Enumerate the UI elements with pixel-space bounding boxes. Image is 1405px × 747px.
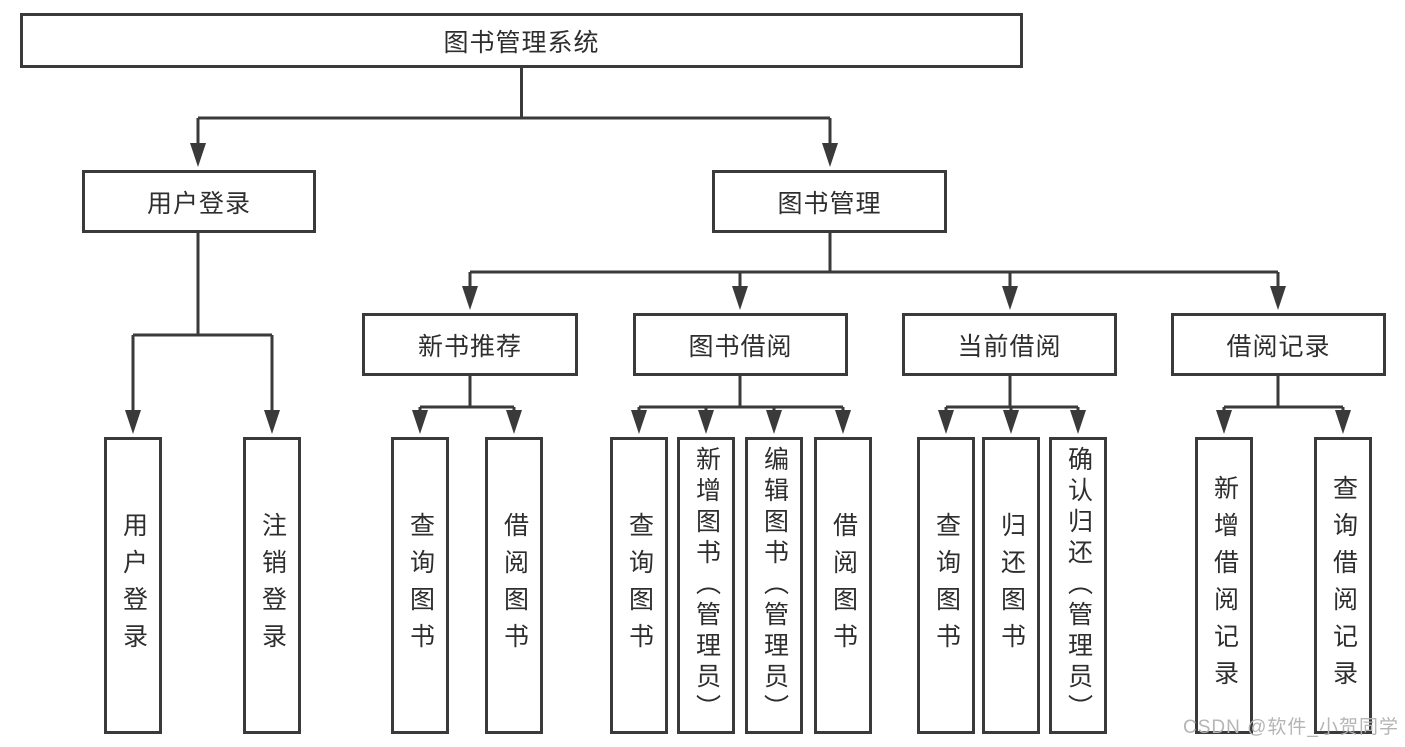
arrow-down-icon (1003, 410, 1019, 434)
node-current-borrowing: 当前借阅 (902, 313, 1117, 376)
leaf-query-books-recommend: 查询图书 (391, 437, 449, 734)
leaf-query-books-current: 查询图书 (917, 437, 975, 734)
node-borrowing-records: 借阅记录 (1171, 313, 1386, 376)
arrow-down-icon (698, 410, 714, 434)
connector-book-management-branch (468, 233, 1280, 291)
connector-borrowing-records-branch (1222, 376, 1345, 415)
leaf-user-login-label: 用户登录 (119, 511, 148, 660)
node-current-borrowing-label: 当前借阅 (957, 332, 1062, 361)
arrow-down-icon (822, 143, 838, 167)
connector-new-book-branch (418, 376, 516, 415)
leaf-query-borrow-record: 查询借阅记录 (1314, 437, 1372, 734)
arrow-down-icon (1070, 410, 1086, 434)
arrowheads (125, 143, 1351, 434)
leaf-borrow-books-recommend: 借阅图书 (485, 437, 543, 734)
connector-user-login-branch (131, 233, 274, 415)
csdn-watermark: CSDN @软件_小贺同学 (1183, 717, 1399, 738)
node-book-borrowing: 图书借阅 (633, 313, 848, 376)
node-root-label: 图书管理系统 (443, 28, 600, 57)
arrow-down-icon (462, 286, 478, 310)
leaf-return-books-label: 归还图书 (997, 511, 1026, 660)
connector-current-borrowing-branch (944, 376, 1080, 415)
connector-root-to-level2 (196, 68, 832, 148)
arrow-down-icon (125, 410, 141, 434)
leaf-query-borrow-record-label: 查询借阅记录 (1329, 474, 1358, 697)
leaf-confirm-return-admin: 确认归还（管理员） (1049, 437, 1107, 734)
node-book-borrowing-label: 图书借阅 (688, 332, 793, 361)
leaf-query-books-borrowing-label: 查询图书 (625, 511, 654, 660)
arrow-down-icon (631, 410, 647, 434)
leaf-logout: 注销登录 (243, 437, 301, 734)
leaf-edit-books-admin-label: 编辑图书（管理员） (760, 446, 789, 725)
leaf-borrow-books-borrowing: 借阅图书 (814, 437, 872, 734)
leaf-query-books-borrowing: 查询图书 (610, 437, 668, 734)
arrow-down-icon (412, 410, 428, 434)
arrow-down-icon (732, 286, 748, 310)
arrow-down-icon (1002, 286, 1018, 310)
leaf-return-books: 归还图书 (982, 437, 1040, 734)
leaf-query-books-current-label: 查询图书 (932, 511, 961, 660)
leaf-borrow-books-recommend-label: 借阅图书 (500, 511, 529, 660)
node-user-login: 用户登录 (82, 170, 316, 233)
node-borrowing-records-label: 借阅记录 (1226, 332, 1331, 361)
connector-book-borrowing-branch (637, 376, 845, 415)
leaf-borrow-books-borrowing-label: 借阅图书 (829, 511, 858, 660)
leaf-user-login: 用户登录 (104, 437, 162, 734)
arrow-down-icon (264, 410, 280, 434)
arrow-down-icon (835, 410, 851, 434)
arrow-down-icon (1335, 410, 1351, 434)
arrow-down-icon (766, 410, 782, 434)
node-new-book-recommendation: 新书推荐 (362, 313, 578, 376)
node-book-management-label: 图书管理 (777, 189, 882, 218)
arrow-down-icon (938, 410, 954, 434)
node-user-login-label: 用户登录 (146, 189, 251, 218)
leaf-edit-books-admin: 编辑图书（管理员） (745, 437, 803, 734)
leaf-logout-label: 注销登录 (258, 511, 287, 660)
leaf-add-books-admin-label: 新增图书（管理员） (692, 446, 721, 725)
arrow-down-icon (1216, 410, 1232, 434)
leaf-confirm-return-admin-label: 确认归还（管理员） (1064, 446, 1093, 725)
arrow-down-icon (506, 410, 522, 434)
node-new-book-recommendation-label: 新书推荐 (417, 332, 522, 361)
leaf-add-borrow-record: 新增借阅记录 (1195, 437, 1253, 734)
arrow-down-icon (1270, 286, 1286, 310)
leaf-query-books-recommend-label: 查询图书 (406, 511, 435, 660)
node-book-management: 图书管理 (712, 170, 947, 233)
leaf-add-books-admin: 新增图书（管理员） (677, 437, 735, 734)
node-root-system: 图书管理系统 (20, 13, 1023, 68)
leaf-add-borrow-record-label: 新增借阅记录 (1210, 474, 1239, 697)
arrow-down-icon (190, 143, 206, 167)
